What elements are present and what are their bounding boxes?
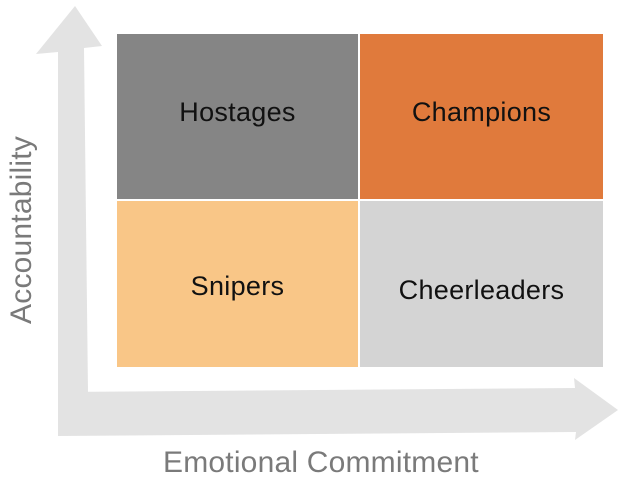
quadrant-label: Hostages (179, 97, 296, 127)
quadrant-hostages: Hostages (117, 34, 358, 199)
quadrant-cheerleaders: Cheerleaders (360, 201, 603, 367)
quadrant-label: Champions (411, 97, 552, 127)
x-axis-label: Emotional Commitment (163, 446, 479, 479)
y-axis-arrow (36, 6, 102, 418)
quadrant-snipers: Snipers (117, 201, 358, 367)
y-axis-label: Accountability (5, 136, 38, 324)
quadrant-label: Snipers (190, 270, 285, 301)
x-axis-arrow (58, 378, 618, 440)
quadrant-label: Cheerleaders (398, 274, 565, 305)
quadrant-champions: Champions (360, 34, 603, 199)
